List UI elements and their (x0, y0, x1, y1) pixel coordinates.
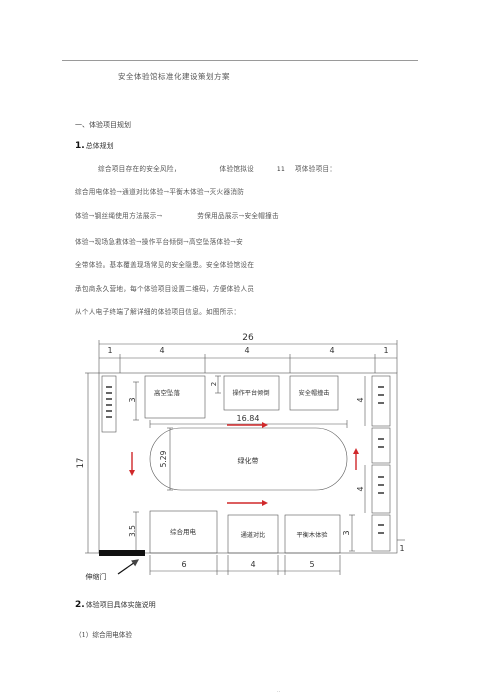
dim-right-bottom: 3 (342, 530, 351, 535)
flow-arrow-left (129, 452, 135, 476)
item-power-experience: （1）综合用电体验 (75, 631, 132, 639)
dim-box-2: 2 (210, 382, 218, 386)
dim-bottom-1: 6 (181, 560, 186, 569)
subheading-text: 体验项目具体实施说明 (85, 601, 156, 609)
left-column-markings (106, 386, 112, 418)
right-column-markings (378, 386, 384, 534)
paragraph-line-2: 综合用电体验→通道对比体验→平衡木体验→灭火器消防 (75, 188, 245, 196)
para-text-3a: 体验→钢丝绳使用方法展示→ (75, 212, 163, 220)
subheading-overall: 1.总体规划 (75, 141, 114, 151)
dim-track-height: 5.29 (159, 450, 168, 467)
entrance-label: 伸缩门 (86, 572, 107, 581)
dim-top-3: 4 (244, 346, 249, 355)
flow-arrow-top (227, 422, 268, 428)
para-count: 11 (276, 166, 286, 173)
dim-track-width: 16.84 (237, 414, 260, 423)
dim-left-top: 3 (128, 397, 137, 402)
room-high-fall: 高空坠落 (154, 388, 181, 397)
flow-arrow-bottom (227, 500, 268, 506)
paragraph-line-7: 从个人电子终端了解详细的体验项目信息。如图所示： (75, 308, 241, 316)
para-text-3b: 劳保用品展示→安全帽撞击 (197, 212, 279, 220)
dim-total-width: 26 (242, 333, 254, 343)
para-text-1c: 项体验项目： (294, 165, 337, 173)
room-balance: 平衡木体验 (297, 531, 329, 539)
dim-top-2: 4 (159, 346, 164, 355)
paragraph-line-4: 体验→现场急救体验→操作平台倾倒→高空坠落体验→安 (75, 238, 244, 246)
dim-bottom-2: 4 (250, 560, 255, 569)
paragraph-line-5: 全带体验。基本覆盖现场常见的安全隐患。安全体验馆设在 (75, 261, 255, 269)
flow-arrow-right (353, 448, 359, 470)
page-title: 安全体验馆标准化建设策划方案 (118, 72, 230, 81)
green-belt-track (149, 427, 348, 491)
dim-top-1: 1 (107, 346, 112, 355)
room-green-belt: 绿化带 (238, 456, 259, 465)
room-power: 综合用电 (170, 527, 197, 536)
dim-left-bottom: 3.5 (128, 525, 137, 537)
para-text-1a: 综合项目存在的安全风险， (98, 165, 181, 173)
dim-right-mid: 4 (356, 486, 365, 491)
room-helmet: 安全帽撞击 (299, 389, 330, 397)
subheading-details: 2.体验项目具体实施说明 (75, 600, 156, 610)
footer-mark: .. (277, 688, 281, 694)
room-channel: 通道对比 (241, 531, 266, 539)
section-heading: 一、体验项目规划 (75, 121, 131, 129)
entrance-gate (99, 550, 145, 556)
subheading-text: 总体规划 (85, 142, 114, 150)
entrance-arrow (117, 559, 139, 575)
subheading-number: 2. (75, 600, 85, 610)
dim-height: 17 (76, 458, 86, 469)
paragraph-line-3: 体验→钢丝绳使用方法展示→ 劳保用品展示→安全帽撞击 (75, 210, 279, 220)
dim-bottom-3: 5 (309, 560, 314, 569)
para-text-1b: 体验馆拟设 (219, 165, 255, 173)
dim-top-5: 1 (383, 346, 388, 355)
paragraph-line-1: 综合项目存在的安全风险， 体验馆拟设 11 项体验项目： (98, 163, 336, 173)
header-rule (62, 60, 418, 61)
dim-right-top: 4 (356, 397, 365, 402)
subheading-number: 1. (75, 141, 85, 151)
dim-right-far: 1 (399, 544, 404, 553)
dim-top-4: 4 (329, 346, 334, 355)
room-platform-tilt: 操作平台倾倒 (232, 389, 269, 397)
paragraph-line-6: 承包商永久营地，每个体验项目设置二维码，方便体验人员 (75, 285, 255, 293)
